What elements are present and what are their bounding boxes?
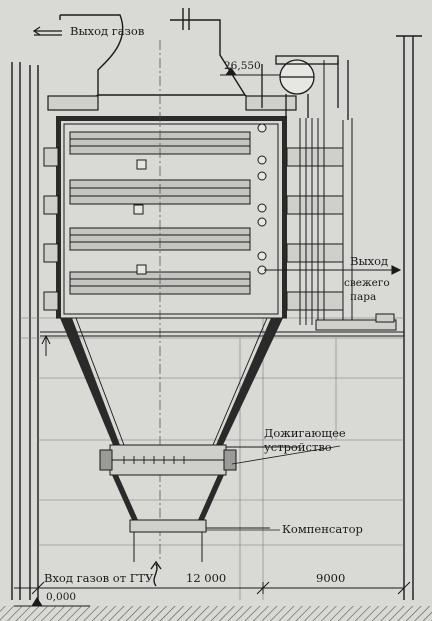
casing-walls [56,116,287,318]
afterburner [99,444,300,476]
compensator [129,519,270,562]
inlet-duct [112,475,224,520]
steam-outlet-label-2: свежего [344,277,390,289]
right-piping [264,60,400,325]
elevation-top-label: 26,550 [224,60,261,72]
leader-lines [206,445,341,531]
afterburner-label-1: Дожигающее [264,426,346,440]
hopper-lining [75,317,268,446]
elevation-marker-top [220,67,280,76]
steam-outlet-arrow [391,265,402,275]
gas-outlet-arrow [32,26,62,36]
dimension-width-label: 12 000 [186,571,227,585]
steam-outlet-label-1: Выход [350,254,389,268]
steam-outlet-label-3: пара [350,291,377,303]
elevation-marker-ground [0,597,432,621]
base-platform [40,313,404,337]
dimension-right-label: 9000 [316,571,346,585]
compensator-label: Компенсатор [282,522,363,536]
burner-ticks [123,456,185,464]
afterburner-label-2: устройство [264,440,332,454]
gas-inlet-label: Вход газов от ГТУ [44,571,154,585]
hopper [60,318,283,445]
elevation-zero-label: 0,000 [46,591,77,603]
steam-drum [261,55,349,120]
gas-inlet-arrow [150,560,162,587]
gas-outlet-label: Выход газов [70,24,145,38]
casing-inner [56,123,287,319]
upper-beams [47,95,297,111]
collectors [133,123,267,275]
dimension-line [14,581,411,595]
